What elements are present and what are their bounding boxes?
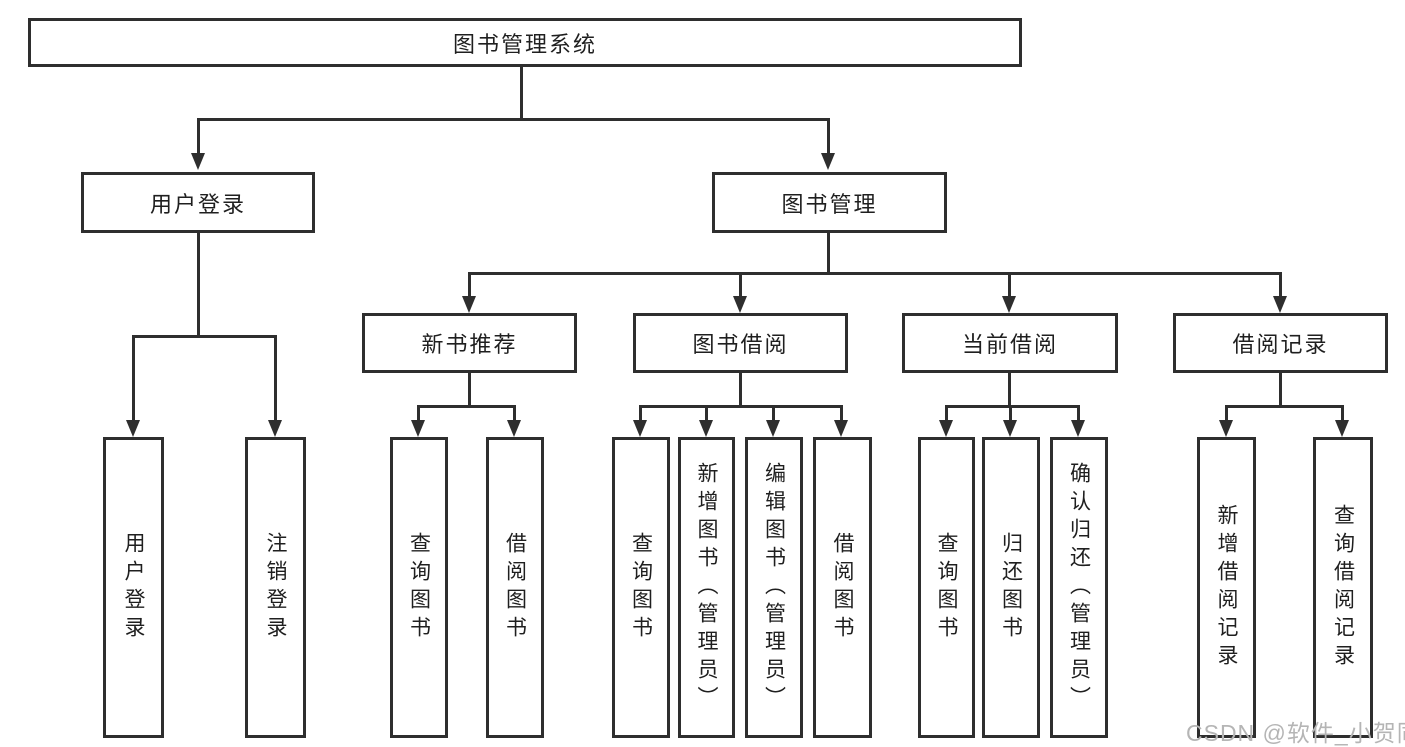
connector-line <box>132 335 135 421</box>
node-borrowing-records: 借阅记录 <box>1173 313 1388 373</box>
arrow-down-icon <box>699 420 713 437</box>
connector-line <box>274 335 277 421</box>
connector-line <box>827 233 830 272</box>
leaf-logout: 注销登录 <box>245 437 306 738</box>
node-root: 图书管理系统 <box>28 18 1022 67</box>
connector-line <box>132 335 277 338</box>
node-book-management: 图书管理 <box>712 172 947 233</box>
connector-line <box>639 405 642 421</box>
node-book-borrowing: 图书借阅 <box>633 313 848 373</box>
connector-line <box>772 405 775 421</box>
connector-line <box>739 272 742 297</box>
connector-line <box>1341 405 1344 421</box>
node-new-book-recommend: 新书推荐 <box>362 313 577 373</box>
connector-line <box>1077 405 1080 421</box>
arrow-down-icon <box>1002 296 1016 313</box>
connector-line <box>705 405 708 421</box>
arrow-down-icon <box>1335 420 1349 437</box>
arrow-down-icon <box>411 420 425 437</box>
leaf-borrowing-borrow-books: 借阅图书 <box>813 437 872 738</box>
leaf-user-login: 用户登录 <box>103 437 164 738</box>
connector-line <box>1225 405 1344 408</box>
connector-line <box>1008 373 1011 405</box>
arrow-down-icon <box>821 153 835 170</box>
arrow-down-icon <box>462 296 476 313</box>
connector-line <box>945 405 948 421</box>
leaf-current-return-books: 归还图书 <box>982 437 1040 738</box>
arrow-down-icon <box>939 420 953 437</box>
arrow-down-icon <box>766 420 780 437</box>
arrow-down-icon <box>633 420 647 437</box>
connector-line <box>197 118 200 154</box>
arrow-down-icon <box>834 420 848 437</box>
leaf-records-query-record: 查询借阅记录 <box>1313 437 1373 738</box>
connector-line <box>417 405 516 408</box>
connector-line <box>639 405 843 408</box>
connector-line <box>840 405 843 421</box>
connector-line <box>197 118 830 121</box>
connector-line <box>945 405 1080 408</box>
connector-line <box>827 118 830 154</box>
arrow-down-icon <box>1071 420 1085 437</box>
connector-line <box>468 272 471 297</box>
connector-line <box>468 373 471 405</box>
leaf-current-query-books: 查询图书 <box>918 437 975 738</box>
connector-line <box>1008 272 1011 297</box>
leaf-recommend-borrow-books: 借阅图书 <box>486 437 544 738</box>
leaf-recommend-query-books: 查询图书 <box>390 437 448 738</box>
leaf-borrowing-query-books: 查询图书 <box>612 437 670 738</box>
connector-line <box>513 405 516 421</box>
connector-line <box>739 373 742 405</box>
connector-line <box>1279 272 1282 297</box>
arrow-down-icon <box>1003 420 1017 437</box>
node-user-login: 用户登录 <box>81 172 315 233</box>
arrow-down-icon <box>733 296 747 313</box>
arrow-down-icon <box>1273 296 1287 313</box>
connector-line <box>520 67 523 118</box>
connector-line <box>1225 405 1228 421</box>
arrow-down-icon <box>126 420 140 437</box>
connector-line <box>197 233 200 335</box>
arrow-down-icon <box>1219 420 1233 437</box>
arrow-down-icon <box>268 420 282 437</box>
connector-line <box>468 272 1282 275</box>
leaf-current-confirm-return-admin: 确认归还（管理员） <box>1050 437 1108 738</box>
leaf-borrowing-add-books-admin: 新增图书（管理员） <box>678 437 735 738</box>
arrow-down-icon <box>507 420 521 437</box>
leaf-records-add-record: 新增借阅记录 <box>1197 437 1256 738</box>
arrow-down-icon <box>191 153 205 170</box>
connector-line <box>1279 373 1282 405</box>
connector-line <box>417 405 420 421</box>
leaf-borrowing-edit-books-admin: 编辑图书（管理员） <box>745 437 803 738</box>
connector-line <box>1009 405 1012 421</box>
node-current-borrowing: 当前借阅 <box>902 313 1118 373</box>
